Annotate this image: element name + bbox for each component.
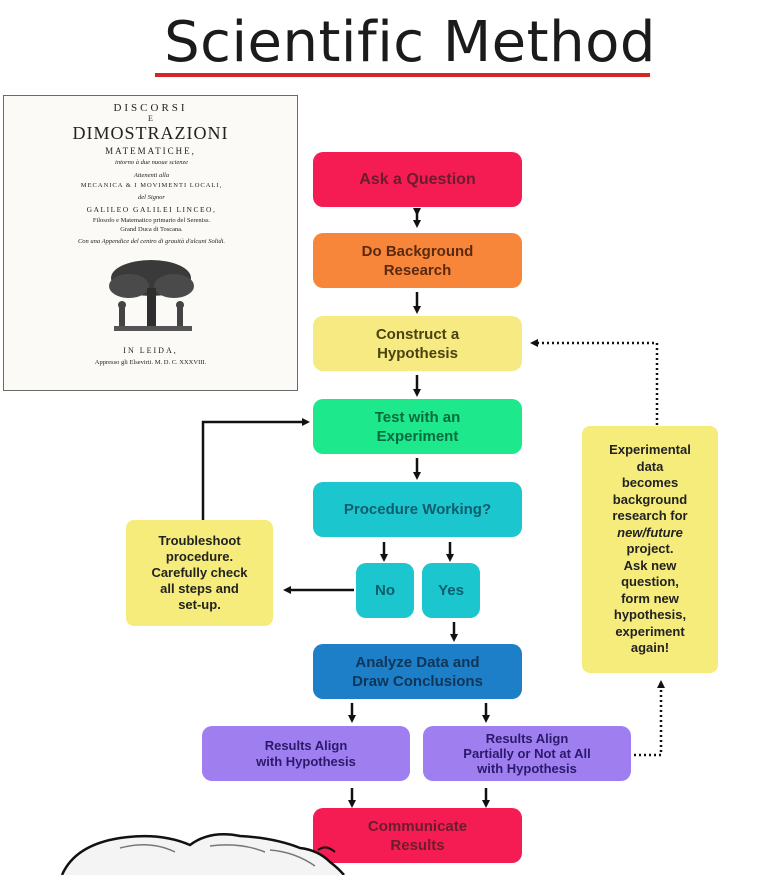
- step-ask-question: Ask a Question: [313, 152, 522, 207]
- result-partial-label-3: with Hypothesis: [477, 761, 577, 776]
- book-line-5: intorno à due nuoue scienze: [115, 159, 188, 166]
- step-analyze-label-1: Analyze Data and: [355, 653, 480, 671]
- book-line-2: E: [148, 114, 153, 123]
- future-line-4: background: [612, 491, 688, 507]
- future-line-7: project.: [626, 541, 674, 557]
- step-background-research: Do Background Research: [313, 233, 522, 288]
- step-background-label-2: Research: [383, 261, 452, 279]
- book-line-3: DIMOSTRAZIONI: [72, 123, 229, 143]
- book-line-10: Filosofo e Matematico primario del Seren…: [92, 217, 211, 224]
- step-communicate-label-1: Communicate: [367, 817, 468, 835]
- book-line-6: Attenenti alla: [133, 172, 170, 179]
- future-line-11: hypothesis,: [613, 607, 687, 623]
- book-line-9: GALILEO GALILEI LINCEO,: [86, 205, 217, 214]
- tree-engraving-icon: [109, 260, 194, 331]
- future-research-note: Experimental data becomes background res…: [582, 426, 718, 673]
- troubleshoot-line-2: procedure.: [165, 549, 234, 564]
- step-experiment-label-2: Experiment: [376, 427, 459, 445]
- step-analyze-data: Analyze Data and Draw Conclusions: [313, 644, 522, 699]
- future-line-3: becomes: [621, 475, 679, 491]
- result-align-label-2: with Hypothesis: [256, 753, 356, 769]
- troubleshoot-line-5: set-up.: [178, 597, 221, 612]
- future-line-12: experiment: [615, 623, 685, 639]
- book-line-1: DISCORSI: [113, 102, 188, 114]
- step-procedure-label: Procedure Working?: [343, 501, 492, 518]
- result-align-hypothesis: Results Align with Hypothesis: [202, 726, 410, 781]
- troubleshoot-line-4: all steps and: [160, 581, 239, 596]
- future-line-5: research for: [612, 508, 688, 524]
- step-analyze-label-2: Draw Conclusions: [352, 672, 483, 690]
- step-experiment-label-1: Test with an: [374, 408, 461, 426]
- book-imprint-2: Appresso gli Elsevirii. M. D. C. XXXVIII…: [94, 359, 207, 366]
- step-procedure-working: Procedure Working?: [313, 482, 522, 537]
- result-partial-label-2: Partially or Not at All: [463, 746, 591, 761]
- step-hypothesis-label-2: Hypothesis: [377, 344, 458, 362]
- book-imprint-1: IN LEIDA,: [123, 346, 178, 355]
- result-align-partial: Results Align Partially or Not at All wi…: [423, 726, 631, 781]
- future-line-10: form new: [621, 590, 679, 606]
- future-line-9: question,: [621, 574, 679, 590]
- decision-no: No: [356, 563, 414, 618]
- step-test-experiment: Test with an Experiment: [313, 399, 522, 454]
- future-line-2: data: [636, 458, 664, 474]
- book-line-12: Con una Appendice del centro di grauità …: [77, 238, 226, 245]
- step-communicate-label-2: Results: [390, 836, 445, 854]
- dotted-arrow-note-to-hypothesis: [530, 339, 659, 425]
- step-ask-question-label: Ask a Question: [359, 170, 476, 188]
- future-line-8: Ask new: [623, 557, 677, 573]
- decision-yes-label: Yes: [438, 582, 464, 599]
- decision-yes: Yes: [422, 563, 480, 618]
- title-underline: [155, 73, 650, 77]
- step-hypothesis-label-1: Construct a: [375, 325, 460, 343]
- troubleshoot-note: Troubleshoot procedure. Carefully check …: [126, 520, 273, 626]
- page-title: Scientific Method: [164, 10, 656, 75]
- book-line-8: del Signor: [138, 194, 165, 201]
- future-line-1: Experimental: [609, 442, 691, 458]
- result-align-label-1: Results Align: [264, 737, 348, 753]
- step-background-label-1: Do Background: [361, 242, 474, 260]
- troubleshoot-line-1: Troubleshoot: [158, 533, 241, 548]
- book-line-4: MATEMATICHE,: [105, 146, 196, 156]
- decision-no-label: No: [375, 582, 395, 599]
- result-partial-label-1: Results Align: [485, 731, 569, 746]
- book-line-7: MECANICA & I MOVIMENTI LOCALI,: [80, 182, 223, 189]
- step-construct-hypothesis: Construct a Hypothesis: [313, 316, 522, 371]
- galileo-book-cover-image: DISCORSI E DIMOSTRAZIONI MATEMATICHE, in…: [3, 95, 298, 391]
- book-line-11: Grand Duca di Toscana.: [120, 226, 183, 233]
- future-line-13: again!: [630, 640, 670, 656]
- arrow-troubleshoot-experiment: [201, 418, 310, 520]
- troubleshoot-line-3: Carefully check: [151, 565, 248, 580]
- future-line-6: new/future: [617, 524, 683, 540]
- dotted-arrow-partial-to-note: [634, 680, 665, 757]
- step-communicate-results: Communicate Results: [313, 808, 522, 863]
